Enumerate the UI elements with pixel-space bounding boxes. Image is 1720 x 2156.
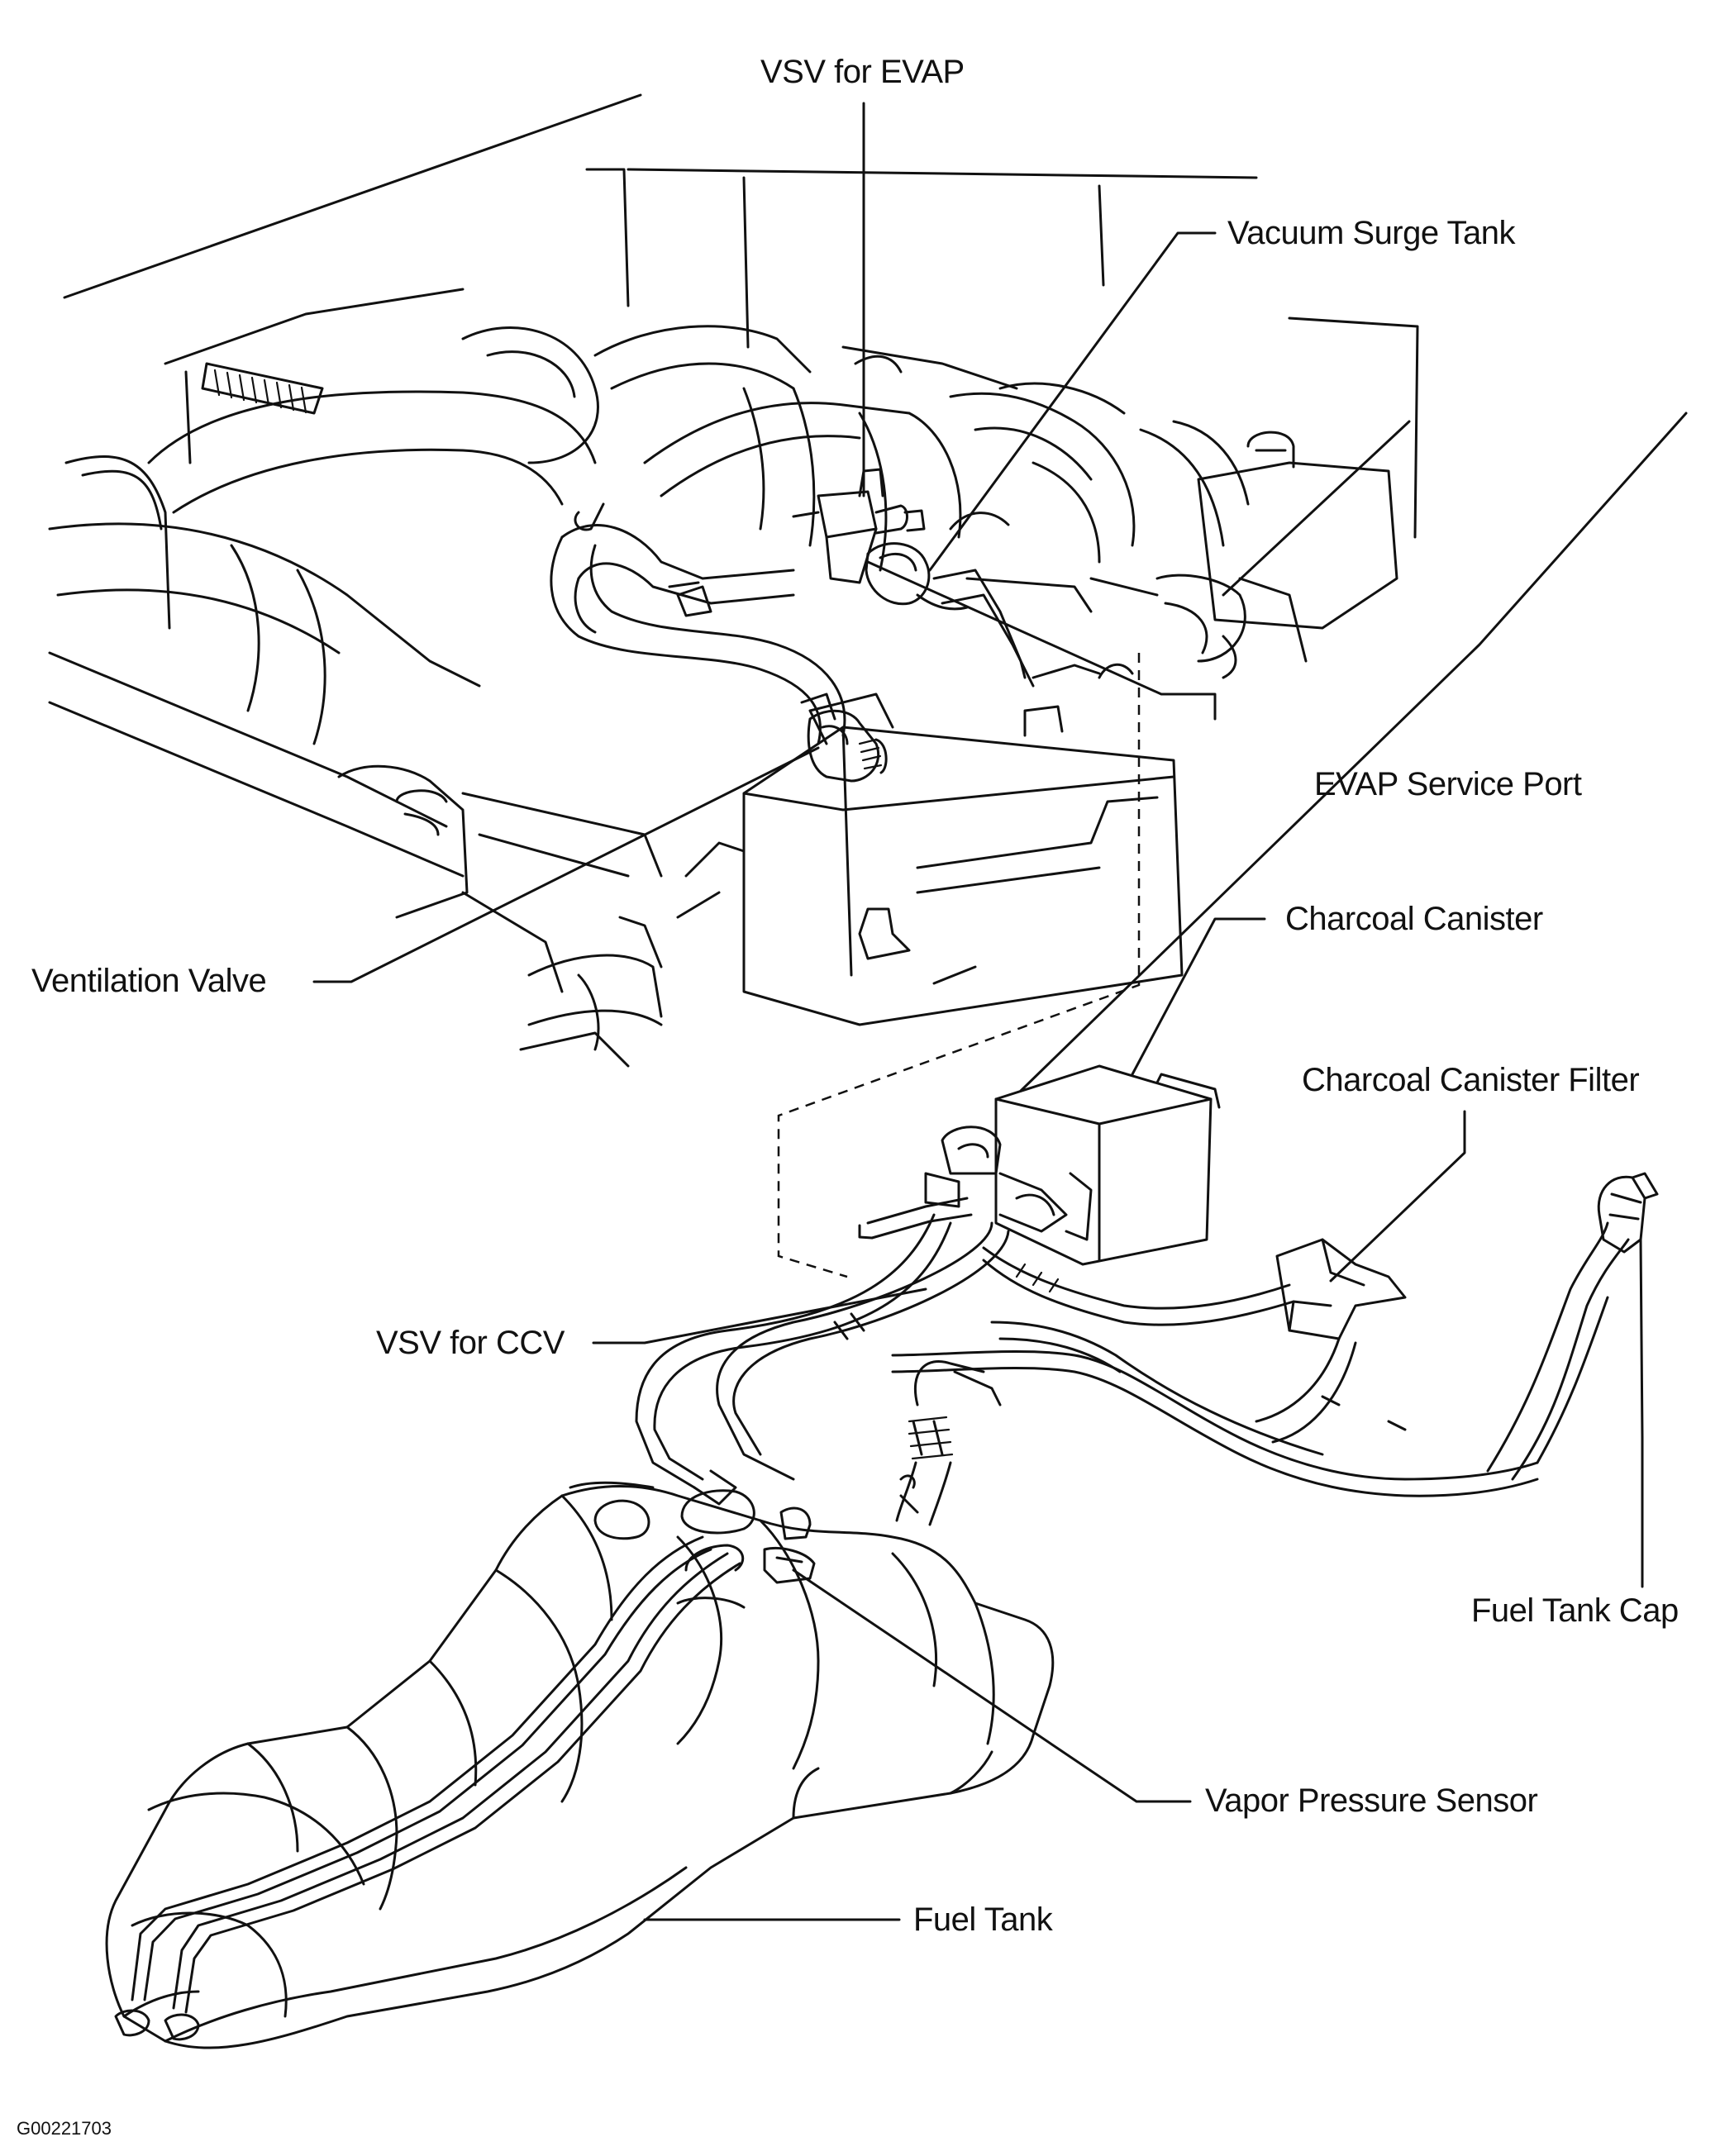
label-charcoal-canister: Charcoal Canister xyxy=(1285,901,1543,937)
fuel-tank-drawing xyxy=(105,1474,1055,2049)
label-evap-service-port: EVAP Service Port xyxy=(1314,766,1582,802)
leader-vapor-pressure-sensor xyxy=(792,1568,1192,1803)
label-ventilation-valve: Ventilation Valve xyxy=(31,963,266,999)
label-fuel-tank-cap: Fuel Tank Cap xyxy=(1471,1592,1679,1629)
leader-lines xyxy=(312,102,1644,1921)
label-vapor-pressure-sensor: Vapor Pressure Sensor xyxy=(1205,1782,1537,1819)
label-vacuum-surge-tank: Vacuum Surge Tank xyxy=(1227,215,1517,251)
figure-code: G00221703 xyxy=(17,2118,112,2139)
hoses-and-pipes xyxy=(635,1172,1659,1526)
leader-vsv-ccv xyxy=(592,1287,927,1345)
leader-charcoal-canister xyxy=(1131,917,1266,1076)
engine-compartment-drawing xyxy=(48,93,1688,1092)
leader-charcoal-canister-filter xyxy=(1329,1110,1466,1283)
charcoal-canister-drawing xyxy=(924,1064,1221,1266)
callout-labels: VSV for EVAP Vacuum Surge Tank EVAP Serv… xyxy=(17,54,1679,2139)
leader-vacuum-surge-tank xyxy=(928,231,1217,572)
leader-evap-service-port xyxy=(866,560,1217,721)
dashed-connection-outline xyxy=(777,653,1141,1278)
label-vsv-for-ccv: VSV for CCV xyxy=(376,1325,565,1361)
leader-fuel-tank-cap xyxy=(1639,1238,1644,1588)
leader-ventilation-valve xyxy=(312,746,820,983)
label-charcoal-canister-filter: Charcoal Canister Filter xyxy=(1302,1062,1639,1098)
label-vsv-for-evap: VSV for EVAP xyxy=(760,54,965,90)
label-fuel-tank: Fuel Tank xyxy=(913,1901,1054,1938)
